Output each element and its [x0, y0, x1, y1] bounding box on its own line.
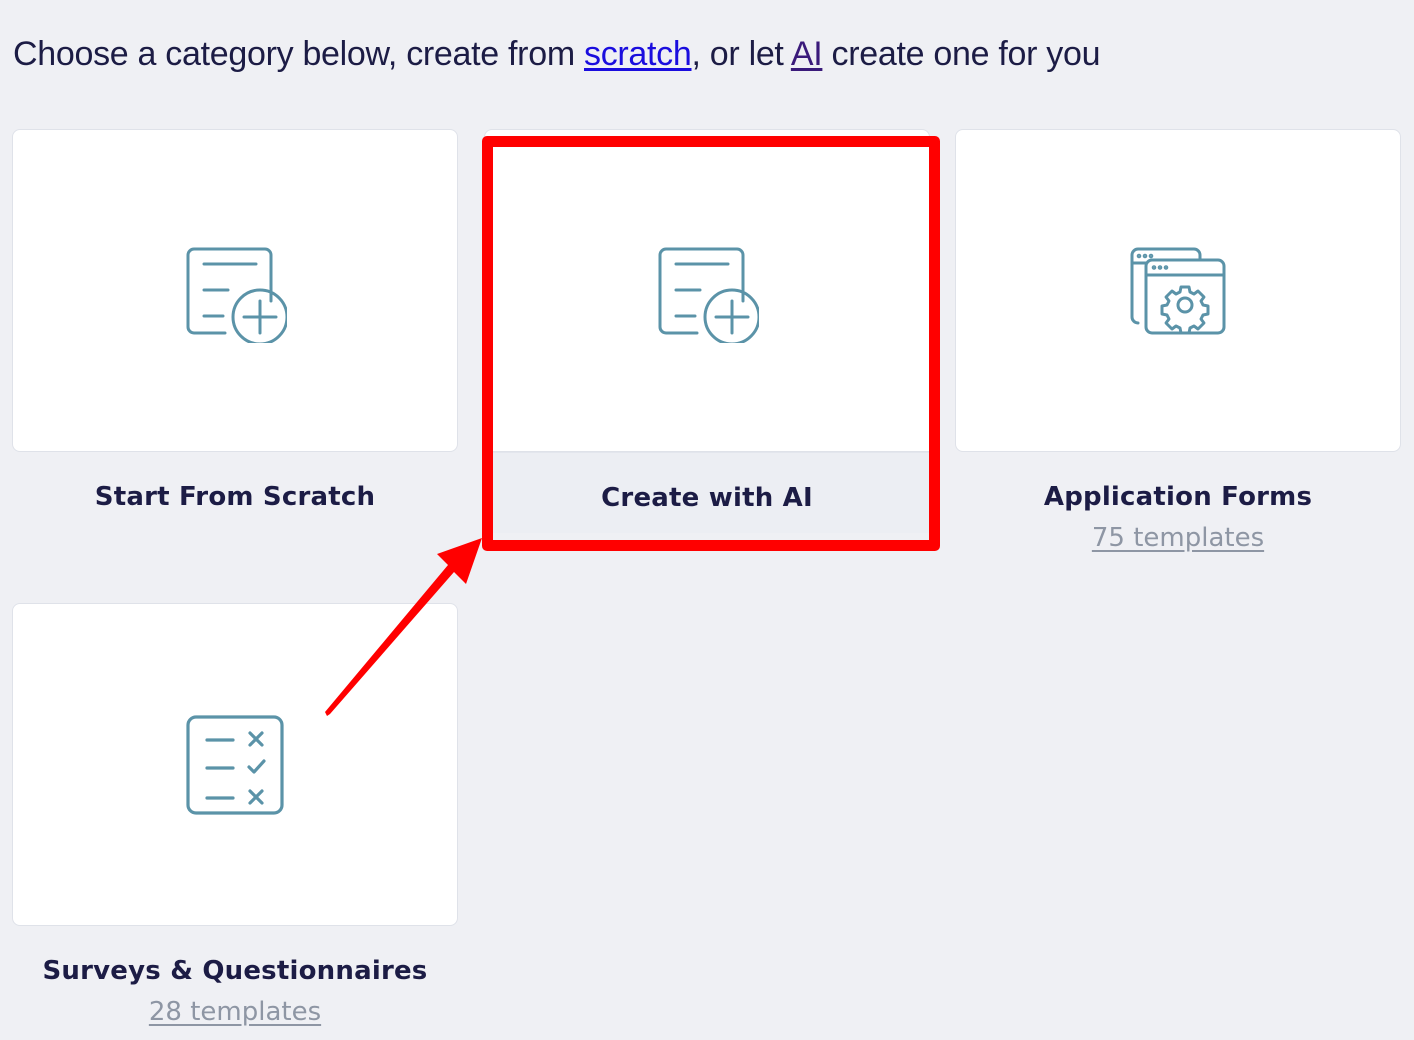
category-label: Surveys & Questionnaires	[42, 956, 428, 986]
template-count-link[interactable]: 75 templates	[1091, 523, 1265, 553]
category-create-with-ai[interactable]: Create with AI	[484, 129, 930, 533]
intro-middle: , or let	[691, 35, 791, 73]
intro-suffix: create one for you	[822, 35, 1101, 73]
windows-gear-icon	[1130, 247, 1226, 334]
category-start-from-scratch[interactable]: Start From Scratch	[12, 129, 458, 514]
document-plus-icon	[658, 247, 759, 343]
category-card[interactable]	[12, 603, 458, 926]
category-label: Start From Scratch	[94, 482, 376, 512]
checklist-icon	[186, 714, 284, 815]
category-card[interactable]	[955, 129, 1401, 452]
category-card[interactable]	[12, 129, 458, 452]
category-surveys-questionnaires[interactable]: Surveys & Questionnaires 28 templates	[12, 603, 458, 1029]
document-plus-icon	[186, 247, 287, 343]
intro-text: Choose a category below, create from scr…	[13, 32, 1101, 76]
scratch-link[interactable]: scratch	[584, 35, 692, 73]
ai-link[interactable]: AI	[790, 35, 823, 73]
category-card[interactable]	[484, 129, 930, 452]
intro-prefix: Choose a category below, create from	[13, 35, 584, 73]
category-label-band[interactable]: Create with AI	[484, 452, 930, 533]
template-count-link[interactable]: 28 templates	[148, 997, 322, 1027]
category-label: Create with AI	[601, 483, 813, 513]
category-application-forms[interactable]: Application Forms 75 templates	[955, 129, 1401, 555]
category-label: Application Forms	[1043, 482, 1313, 512]
